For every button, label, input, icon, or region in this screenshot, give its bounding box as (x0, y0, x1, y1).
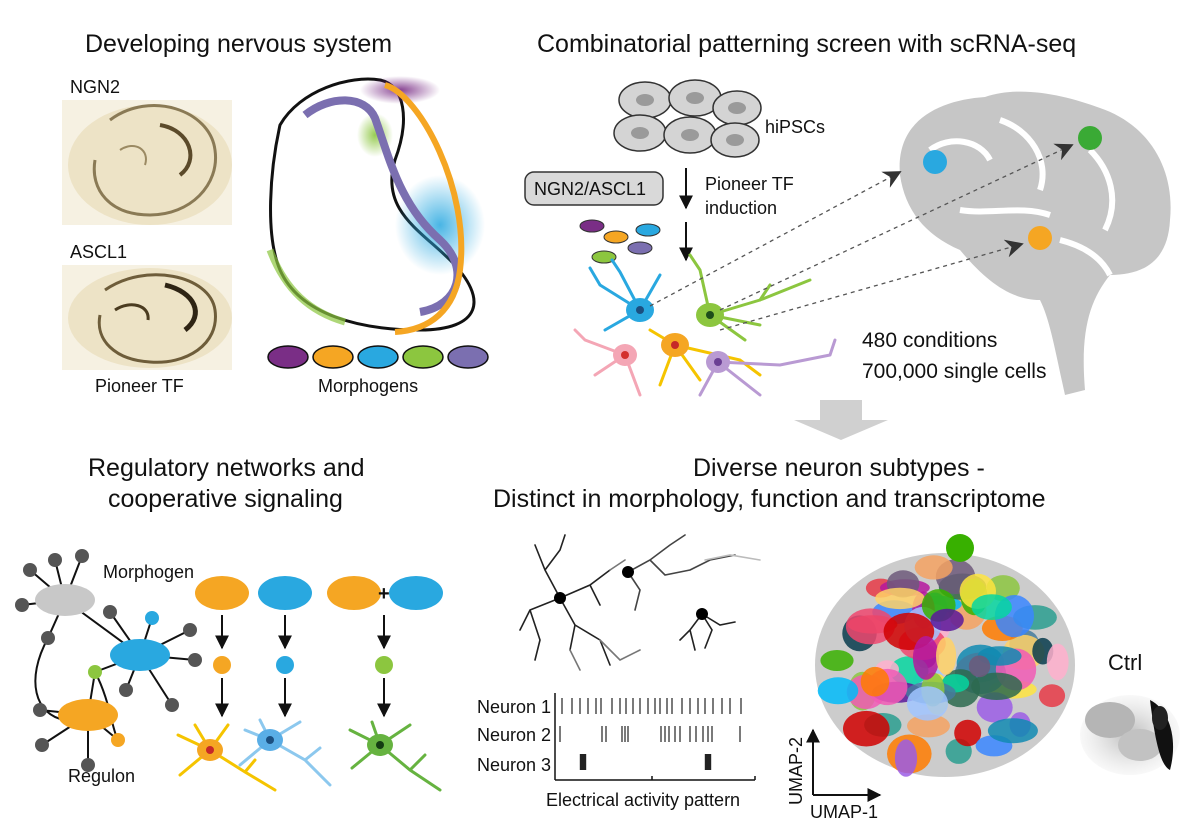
ngn2-ascl1-box (524, 171, 664, 206)
down-arrow-grey (794, 400, 888, 440)
neuron-morphology-traces (519, 534, 761, 671)
cooperative-signaling-diagram (195, 576, 443, 718)
label-ngn2: NGN2 (70, 77, 120, 97)
title-developing-nervous-system: Developing nervous system (85, 30, 392, 58)
umap-cluster-blob (817, 677, 859, 705)
umap-cluster-blob (912, 636, 940, 680)
umap-cluster-blob (930, 608, 964, 632)
title-regulatory-1: Regulatory networks and (88, 454, 365, 482)
umap-cluster-blob (971, 594, 1012, 620)
brain-region-dots (923, 126, 1102, 250)
label-ascl1: ASCL1 (70, 242, 127, 262)
title-regulatory-2: cooperative signaling (108, 485, 343, 513)
umap-cluster-blob (843, 710, 890, 747)
label-neuron-2: Neuron 2 (477, 725, 551, 745)
axis-label-umap-2: UMAP-2 (786, 737, 806, 805)
mapping-dashed-lines (649, 143, 1074, 331)
stat-480-conditions: 480 conditions (862, 329, 997, 352)
small-morphogen-ovals (579, 219, 661, 264)
label-hipscs: hiPSCs (765, 117, 825, 137)
neuron-cluster (573, 253, 837, 397)
umap-cluster-blob (875, 587, 925, 610)
axis-label-umap-1: UMAP-1 (810, 802, 878, 822)
label-neuron-1: Neuron 1 (477, 697, 551, 717)
embryo-section-ngn2 (62, 100, 232, 225)
umap-cluster-blob (914, 555, 953, 580)
umap-cluster-blob (1046, 643, 1069, 681)
title-diverse-2: Distinct in morphology, function and tra… (493, 485, 1046, 513)
plus-sign: + (378, 583, 390, 605)
label-morphogen: Morphogen (103, 562, 194, 582)
label-pioneer-tf-induction-2: induction (705, 198, 777, 218)
umap-cluster-blob (954, 719, 982, 747)
label-pioneer-tf-induction-1: Pioneer TF (705, 174, 794, 194)
caption-pioneer-tf: Pioneer TF (95, 376, 184, 396)
spike-raster (559, 698, 742, 770)
umap-cluster-blob (987, 718, 1038, 744)
label-regulon: Regulon (68, 766, 135, 786)
umap-cluster-blob (907, 714, 950, 738)
ctrl-umap (1080, 695, 1180, 775)
umap-cluster-blob (860, 666, 890, 697)
neuron-somata (613, 298, 730, 373)
umap-cluster-blob (936, 637, 957, 675)
umap-cluster-blob (946, 534, 974, 562)
umap-cluster-blob (820, 650, 854, 671)
embryo-section-ascl1 (62, 265, 232, 370)
title-diverse-1: Diverse neuron subtypes - (693, 454, 985, 482)
umap-cluster-blob (894, 739, 918, 777)
umap-cluster-blob (976, 692, 1013, 723)
embryo-neural-tube-schematic (266, 76, 485, 335)
hipsc-cell-cluster (613, 79, 762, 158)
umap-cluster-blob (968, 655, 991, 678)
caption-morphogens: Morphogens (318, 376, 418, 396)
regulatory-network (15, 549, 202, 772)
label-ctrl: Ctrl (1108, 650, 1142, 675)
umap-cluster-plot (815, 534, 1075, 777)
umap-cluster-blob (1038, 684, 1066, 708)
caption-electrical-activity: Electrical activity pattern (546, 790, 740, 810)
umap-cluster-blob (906, 686, 949, 721)
umap-clusters (817, 534, 1069, 777)
umap-cluster-blob (971, 672, 1023, 700)
morphogen-ovals (267, 345, 489, 369)
title-combinatorial-screen: Combinatorial patterning screen with scR… (537, 30, 1076, 58)
umap-cluster-blob (845, 608, 895, 645)
small-neurons-bottom (176, 718, 442, 792)
label-neuron-3: Neuron 3 (477, 755, 551, 775)
umap-axes (806, 728, 882, 802)
electrical-activity-panel (554, 693, 756, 781)
stat-700000-cells: 700,000 single cells (862, 360, 1046, 383)
label-ngn2-ascl1: NGN2/ASCL1 (534, 179, 646, 199)
